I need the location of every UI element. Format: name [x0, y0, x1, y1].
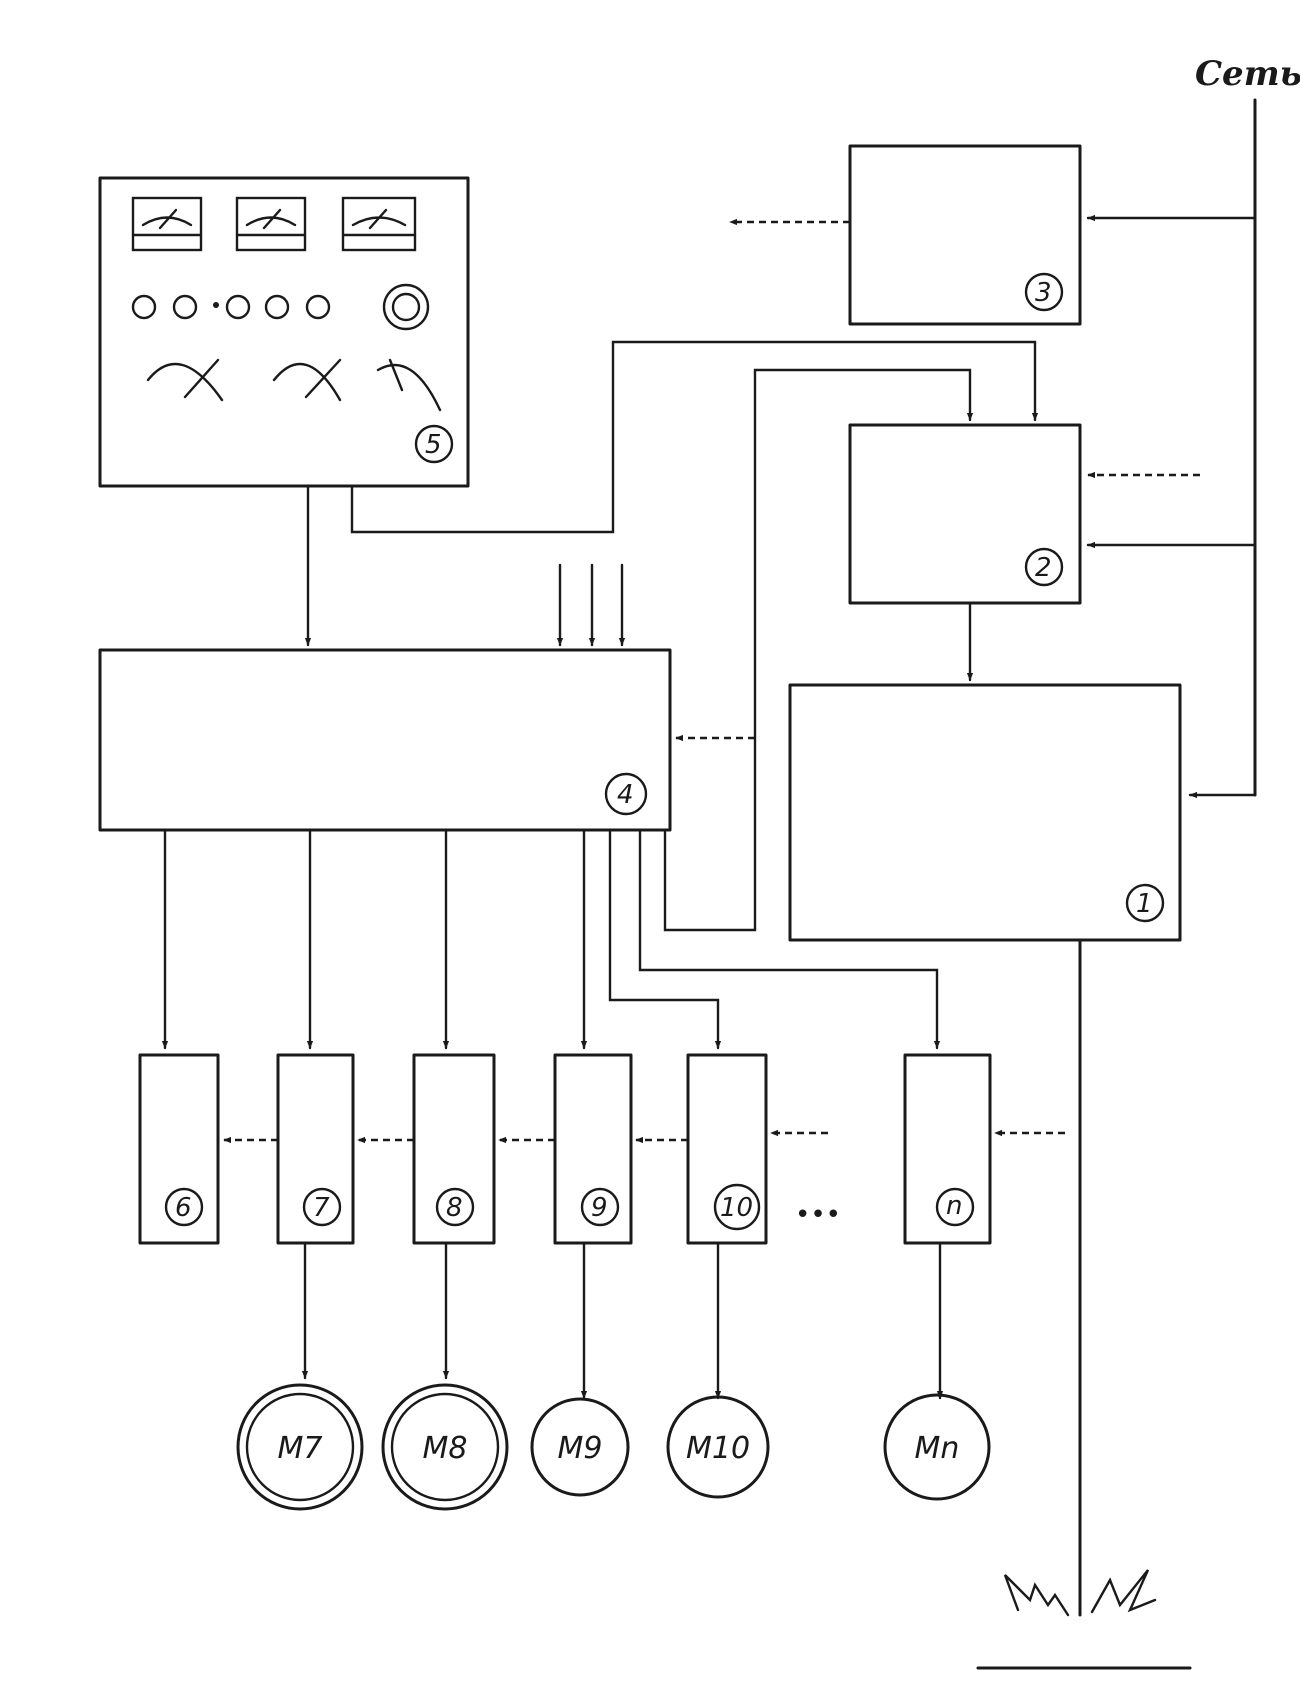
- block-3-label: 3: [1035, 278, 1052, 308]
- block-6-label: 6: [175, 1193, 192, 1223]
- block-n: n: [903, 1053, 992, 1245]
- motor-m8-label: M8: [423, 1431, 468, 1466]
- control-knobs: [146, 358, 442, 412]
- motor-m9-label: M9: [558, 1431, 603, 1466]
- block-8-label: 8: [446, 1193, 463, 1223]
- block-9: 9: [553, 1053, 633, 1245]
- motor-mn-label: Mn: [915, 1431, 960, 1466]
- gauge-meters: [131, 196, 417, 252]
- motor-links: [301, 1241, 944, 1400]
- lower-dashed-chain: [223, 1129, 1065, 1144]
- ground-electrode: [976, 938, 1192, 1670]
- indicator-lamps: [131, 283, 430, 331]
- block-7: 7: [276, 1053, 355, 1245]
- block-10-label: 10: [720, 1193, 753, 1223]
- block-7-label: 7: [313, 1193, 330, 1223]
- motor-m7: M7: [236, 1383, 364, 1511]
- network-label: Сеть: [1195, 54, 1300, 94]
- block-4-label: 4: [617, 780, 634, 810]
- control-panel-block-5: 5: [98, 176, 470, 488]
- block-6: 6: [138, 1053, 220, 1245]
- block-1-label: 1: [1136, 889, 1153, 919]
- block-1: 1: [788, 683, 1182, 942]
- ellipsis: •••: [795, 1200, 841, 1230]
- block-4-outputs: [161, 828, 941, 1050]
- block-3: 3: [848, 144, 1082, 326]
- motor-m8: M8: [381, 1383, 509, 1511]
- motor-m10: M10: [666, 1395, 770, 1499]
- motor-m10-label: M10: [686, 1431, 750, 1466]
- motor-m9: M9: [530, 1397, 630, 1497]
- motor-m7-label: M7: [278, 1431, 323, 1466]
- motor-mn: Mn: [883, 1393, 991, 1501]
- link-5-to-2: [350, 340, 1039, 534]
- block-8: 8: [412, 1053, 496, 1245]
- block-4-inputs: [556, 563, 626, 647]
- block-2-label: 2: [1035, 553, 1052, 583]
- block-4: 4: [98, 648, 672, 832]
- block-n-label: n: [946, 1191, 962, 1221]
- block-10: 10: [686, 1053, 768, 1245]
- block-2: 2: [848, 423, 1082, 605]
- block-5-label: 5: [425, 430, 442, 460]
- supply-arrows: [1086, 214, 1257, 799]
- link-4-to-2: [663, 368, 974, 932]
- block-9-label: 9: [591, 1193, 608, 1223]
